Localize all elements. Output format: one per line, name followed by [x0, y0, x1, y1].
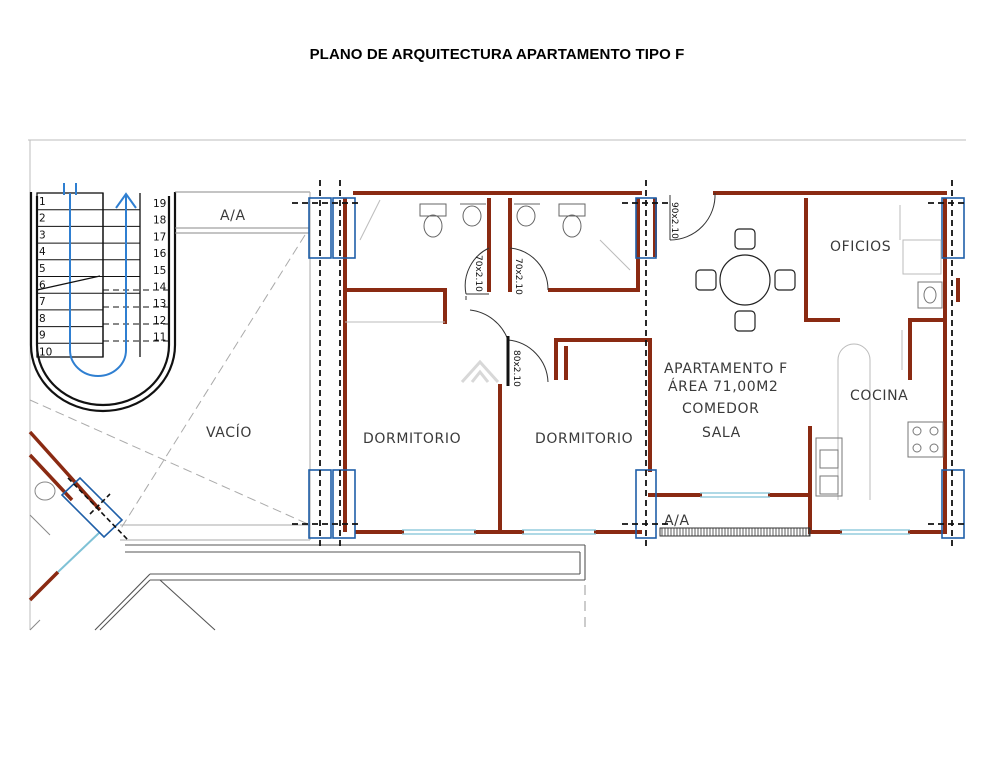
room-label-comedor: COMEDOR — [682, 401, 759, 417]
balcony-railing — [659, 527, 811, 537]
stair-step-number: 8 — [39, 313, 46, 325]
stair-step-number: 13 — [153, 298, 166, 310]
dining-table — [695, 228, 796, 332]
lower-building-outline — [94, 544, 586, 631]
stair-step-number: 9 — [39, 330, 46, 342]
stair-step-number: 1 — [39, 196, 46, 208]
apartment-name: APARTAMENTO F — [664, 361, 788, 377]
landing-railing — [175, 191, 310, 234]
stair-direction-arrow — [69, 193, 127, 377]
stair-step-number: 2 — [39, 213, 46, 225]
room-label-cocina: COCINA — [850, 388, 908, 404]
axis-lines — [292, 180, 966, 548]
watermark-logo — [460, 359, 500, 384]
aa-label-bottom: A/A — [664, 513, 690, 529]
aa-label-top: A/A — [220, 208, 246, 224]
stair-step-number: 15 — [153, 265, 166, 277]
stair-steps — [37, 209, 140, 344]
door-label-2: 70x2.10 — [513, 258, 523, 295]
stair-step-number: 10 — [39, 346, 52, 358]
stair-step-number: 5 — [39, 263, 46, 275]
structural-columns — [308, 197, 965, 539]
room-label-dormitorio-2: DORMITORIO — [535, 431, 633, 447]
stair-step-number: 17 — [153, 231, 166, 243]
stair-step-number: 6 — [39, 280, 46, 292]
page-title: PLANO DE ARQUITECTURA APARTAMENTO TIPO F — [309, 46, 685, 63]
apartment-area: ÁREA 71,00M2 — [668, 378, 778, 395]
walls — [343, 191, 960, 534]
vacio-label: VACÍO — [206, 424, 252, 441]
windows — [402, 492, 910, 535]
kitchen-fixtures — [815, 205, 944, 500]
stair-step-number: 14 — [153, 282, 167, 294]
door-swings — [464, 192, 716, 383]
stair-step-number: 19 — [153, 198, 166, 210]
diagonal-wing — [28, 430, 129, 631]
room-label-sala: SALA — [702, 425, 741, 441]
door-label-3: 80x2.10 — [511, 350, 521, 387]
door-label-1: 70x2.10 — [473, 255, 483, 292]
stair-step-number: 4 — [39, 246, 46, 258]
stair-step-number: 7 — [39, 296, 46, 308]
room-label-oficios: OFICIOS — [830, 239, 891, 255]
stair-step-number: 11 — [153, 332, 166, 344]
stair-step-number: 3 — [39, 229, 46, 241]
stair-step-number: 16 — [153, 248, 167, 260]
stair-step-number: 12 — [153, 315, 166, 327]
bathroom-fixtures — [345, 199, 631, 323]
void-area — [29, 234, 311, 531]
door-label-4: 90x2.10 — [669, 202, 679, 239]
stair-step-number: 18 — [153, 215, 166, 227]
room-label-dormitorio-1: DORMITORIO — [363, 431, 461, 447]
